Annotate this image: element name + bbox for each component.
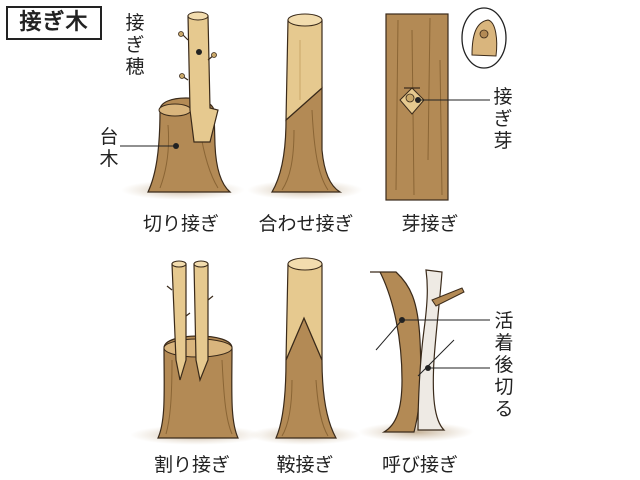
label-cut-after-union: 活着後切る [494, 310, 514, 420]
illustration-approach-graft [358, 269, 490, 442]
label-rootstock: 台木 [99, 126, 119, 170]
caption-approach-graft: 呼び接ぎ [381, 454, 459, 476]
label-bud: 接ぎ芽 [493, 86, 513, 152]
caption-splice-graft: 合わせ接ぎ [258, 213, 354, 235]
illustration-saddle-graft [249, 257, 361, 445]
caption-saddle-graft: 鞍接ぎ [276, 454, 334, 476]
caption-bud-graft: 芽接ぎ [401, 213, 459, 235]
illustration-cleft-graft [130, 260, 262, 445]
label-scion: 接ぎ穂 [125, 12, 145, 78]
illustration-cleft-side-graft [120, 11, 245, 200]
illustration-bud-graft [385, 7, 507, 201]
illustration-splice-graft [247, 13, 363, 200]
diagram-title: 接ぎ木 [6, 6, 102, 40]
caption-cleft-graft: 割り接ぎ [153, 454, 231, 476]
caption-cleft-side-graft: 切り接ぎ [142, 213, 220, 235]
